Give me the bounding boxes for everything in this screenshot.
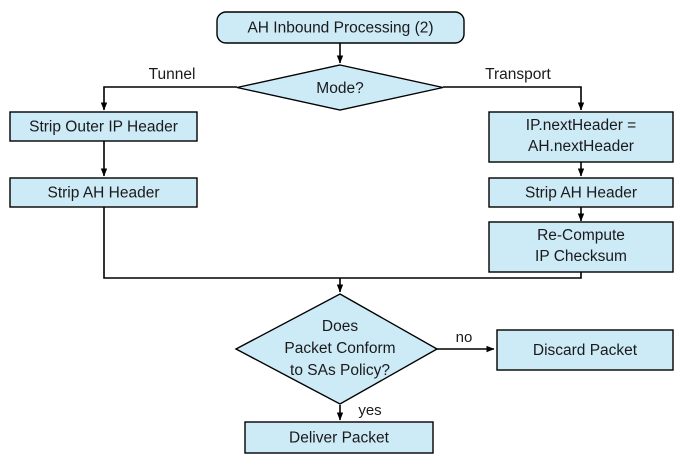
node-strip-outer-ip-header-label: Strip Outer IP Header xyxy=(29,119,178,136)
node-strip-ah-header-transport xyxy=(488,177,674,208)
node-ip-nextheader-label-line2: AH.nextHeader xyxy=(528,138,634,155)
edge-label-tunnel: Tunnel xyxy=(149,66,196,83)
node-recompute-ip-checksum-label-line1: Re-Compute xyxy=(537,227,625,244)
node-discard-packet-label: Discard Packet xyxy=(533,342,638,359)
edge-mode-transport xyxy=(443,86,585,111)
node-ip-nextheader xyxy=(488,111,674,163)
node-deliver-packet-label: Deliver Packet xyxy=(289,430,390,447)
node-discard-packet xyxy=(496,329,674,371)
node-recompute-ip-checksum xyxy=(488,221,674,273)
node-policy-decision xyxy=(234,293,439,405)
node-policy-decision-label-line1: Does xyxy=(322,318,358,335)
node-recompute-ip-checksum-label-line2: IP Checksum xyxy=(535,248,627,265)
node-strip-ah-header-tunnel-label: Strip AH Header xyxy=(48,185,160,202)
edge-transport-merge xyxy=(340,271,582,279)
edge-mode-tunnel xyxy=(100,86,237,111)
node-mode-decision-label: Mode? xyxy=(316,80,364,97)
node-strip-outer-ip-header xyxy=(9,111,198,142)
node-mode-decision xyxy=(236,64,444,111)
node-ip-nextheader-label-line1: IP.nextHeader = xyxy=(526,117,636,134)
node-strip-ah-header-tunnel xyxy=(9,177,198,208)
node-deliver-packet xyxy=(244,421,434,454)
node-policy-decision-label-line3: to SAs Policy? xyxy=(290,362,390,379)
edge-tunnel-merge xyxy=(103,206,340,279)
edge-label-transport: Transport xyxy=(485,66,551,83)
node-start xyxy=(216,11,465,44)
edge-label-no: no xyxy=(456,329,473,346)
node-policy-decision-label-line2: Packet Conform xyxy=(284,340,395,357)
edge-label-yes: yes xyxy=(358,402,381,419)
node-start-label: AH Inbound Processing (2) xyxy=(247,20,433,37)
node-strip-ah-header-transport-label: Strip AH Header xyxy=(525,185,637,202)
